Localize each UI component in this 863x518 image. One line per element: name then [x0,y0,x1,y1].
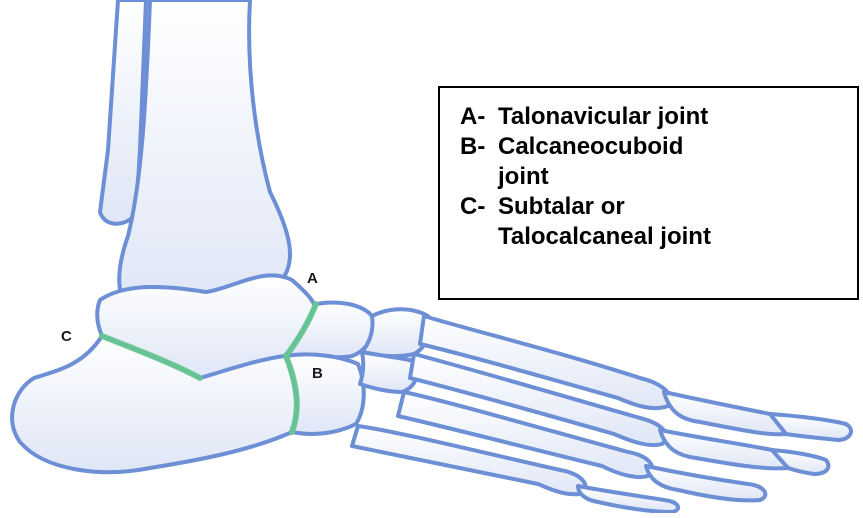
phalanx-bone [646,466,765,500]
legend-box: A-Talonavicular joint B-Calcaneocuboid j… [438,86,859,300]
legend-key: B- [460,132,498,162]
joint-label-a: A [307,270,318,287]
legend-key: C- [460,192,498,222]
joint-label-b: B [312,365,323,382]
legend-text: joint [498,163,549,190]
legend-key: A- [460,102,498,132]
joint-label-c: C [61,328,72,345]
legend-item-b-continued: joint [460,162,857,192]
legend-text: Calcaneocuboid [498,133,683,160]
legend-text: Talocalcaneal joint [498,223,711,250]
cuneiform-bone [362,309,429,356]
legend-item-a: A-Talonavicular joint [460,102,857,132]
phalanx-bone [578,486,678,512]
legend-text: Subtalar or [498,193,625,220]
legend-item-c: C-Subtalar or [460,192,857,222]
legend-item-c-continued: Talocalcaneal joint [460,222,857,252]
legend-item-b: B-Calcaneocuboid [460,132,857,162]
legend-text: Talonavicular joint [498,103,708,130]
phalanx-bone [772,450,828,474]
